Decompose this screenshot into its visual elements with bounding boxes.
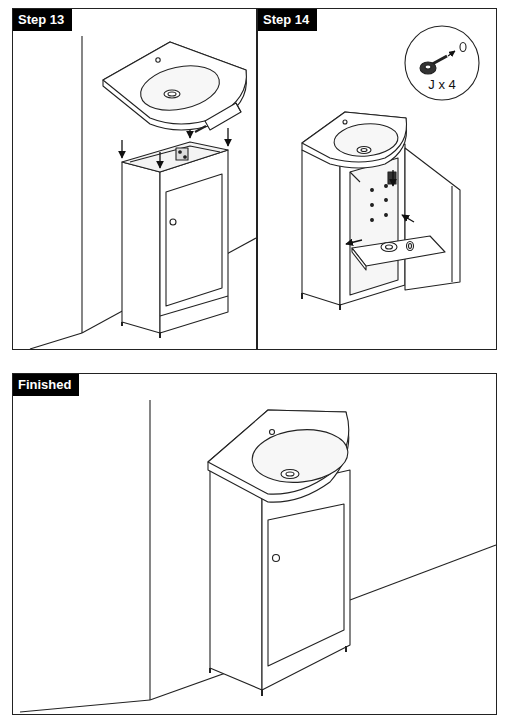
finished-cabinet (210, 470, 350, 696)
callout-text-box: J x 4 (404, 77, 480, 92)
step-tab: Step 14 (258, 9, 317, 31)
step-panel: Step 13 (12, 8, 257, 350)
step-heading: Finished (18, 377, 71, 392)
step13-room (30, 36, 256, 349)
step13-basin (103, 42, 246, 130)
step-panel: Finished (12, 373, 497, 715)
callout-circle: J x 4 (404, 25, 480, 101)
step-panel: J x 4 Step 14 (257, 8, 497, 350)
step14-arrows (346, 170, 414, 244)
cam-lock-icon (420, 43, 466, 75)
step-heading: Step 14 (263, 12, 309, 27)
step-tab: Finished (13, 374, 79, 396)
step13-cabinet (122, 142, 228, 338)
finished-basin (208, 410, 350, 502)
step14-cabinet (302, 144, 460, 310)
part-count: J x 4 (428, 77, 455, 92)
step14-shelf (352, 236, 445, 270)
sealant-tube (195, 103, 241, 132)
step-tab: Step 13 (13, 9, 72, 31)
step14-basin (302, 112, 407, 168)
finished-room (20, 400, 496, 712)
step-heading: Step 13 (18, 12, 64, 27)
